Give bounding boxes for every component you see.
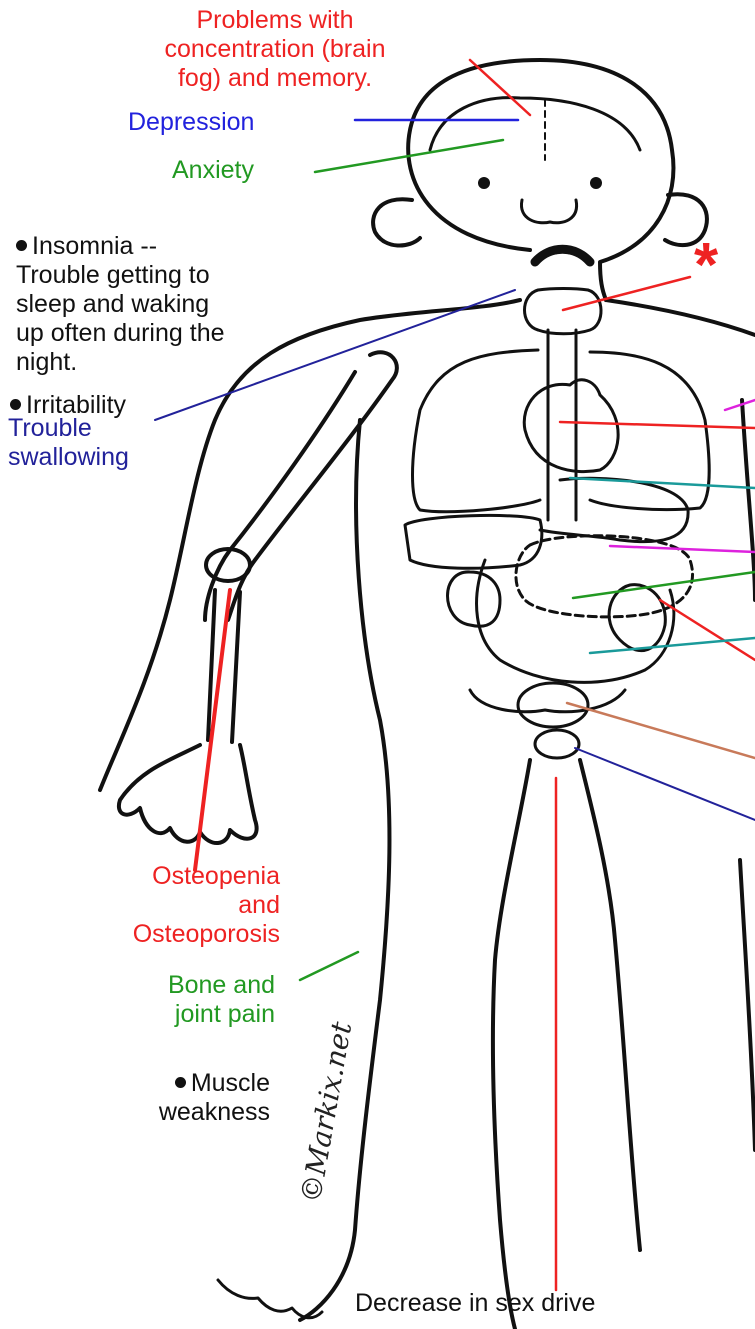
- muscle-weakness-item: Muscle weakness: [60, 1040, 270, 1127]
- label-insomnia: Insomnia -- Trouble getting to sleep and…: [16, 232, 225, 376]
- label-anxiety: Anxiety: [172, 156, 254, 185]
- colon: [477, 560, 674, 682]
- pointer-esophagus: [570, 478, 755, 488]
- label-brain-fog: Problems with concentration (brain fog) …: [70, 6, 480, 93]
- left-leg-inner: [493, 760, 530, 1329]
- label-bone-joint-pain: Bone and joint pain: [60, 971, 275, 1029]
- label-muscle-weakness: Muscle weakness: [159, 1069, 270, 1126]
- label-osteopenia: Osteopenia and Osteoporosis: [20, 862, 280, 949]
- pointer-kidney: [660, 600, 755, 660]
- asterisk-mark: *: [694, 236, 718, 296]
- gonad: [535, 730, 579, 758]
- label-trouble-swallowing: Trouble swallowing: [8, 414, 129, 472]
- right-shoulder: [606, 300, 755, 335]
- arm-bone: [228, 352, 397, 620]
- irritability-item: Irritability: [10, 362, 126, 420]
- pointer-lungs-right: [725, 400, 755, 410]
- right-torso: [742, 400, 755, 600]
- left-lung: [413, 350, 541, 512]
- mouth: [535, 249, 590, 262]
- head-outline: [408, 60, 673, 300]
- hand: [119, 745, 257, 843]
- nose: [521, 200, 576, 223]
- bullet-icon: [175, 1077, 186, 1088]
- pointer-bone-joint-pain: [300, 952, 358, 980]
- heart: [524, 380, 618, 472]
- label-sex-drive: Decrease in sex drive: [355, 1289, 595, 1318]
- trachea: [548, 330, 576, 520]
- label-depression: Depression: [128, 108, 254, 137]
- pointer-heart: [560, 422, 755, 428]
- insomnia-item: Insomnia -- Trouble getting to sleep and…: [16, 203, 396, 377]
- pointer-gonad: [575, 748, 755, 820]
- foot: [218, 1280, 322, 1318]
- right-eye: [590, 177, 602, 189]
- right-leg-inner: [580, 760, 640, 1250]
- pointer-intestine: [573, 572, 755, 598]
- left-eye: [478, 177, 490, 189]
- bullet-icon: [16, 240, 27, 251]
- brain-outline: [430, 98, 640, 150]
- pointer-bladder: [567, 703, 755, 758]
- liver: [405, 515, 542, 568]
- bullet-icon: [10, 399, 21, 410]
